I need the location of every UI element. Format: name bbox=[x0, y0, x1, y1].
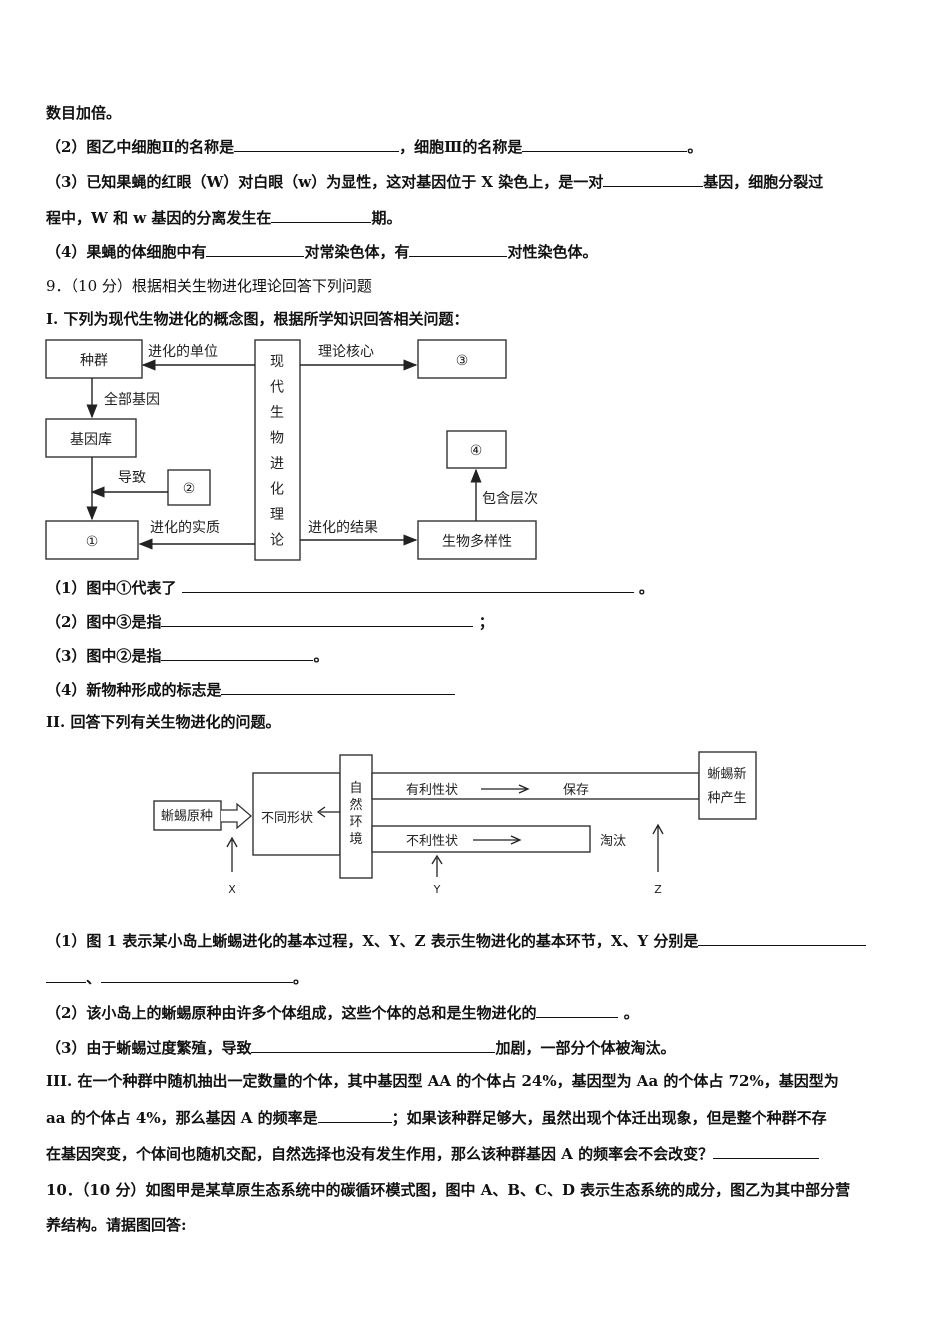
q9-ii-3: （3）由于蜥蜴过度繁殖，导致加剧，一部分个体被淘汰。 bbox=[46, 1037, 676, 1057]
circle-1-label: ① bbox=[86, 534, 99, 550]
q9-iii-2: aa 的个体占 4%，那么基因 A 的频率是；如果该种群足够大，虽然出现个体迁出… bbox=[46, 1107, 827, 1127]
vertical-char: 境 bbox=[349, 832, 362, 847]
vertical-char: 生 bbox=[270, 405, 284, 421]
vertical-char: 进 bbox=[270, 456, 284, 472]
y-label: Y bbox=[433, 883, 441, 896]
q8-question-3: （3）已知果蝇的红眼（W）对白眼（w）为显性，这对基因位于 X 染色上，是一对基… bbox=[46, 171, 824, 191]
answer-blank[interactable] bbox=[698, 930, 867, 946]
q9-iii-1: III. 在一个种群中随机抽出一定数量的个体，其中基因型 AA 的个体占 24%… bbox=[46, 1072, 839, 1090]
gene-pool-box bbox=[45, 418, 137, 458]
q8-line0: 数目加倍。 bbox=[46, 104, 122, 122]
vertical-char: 代 bbox=[270, 380, 284, 396]
vertical-char: 环 bbox=[349, 815, 362, 830]
evolution-result-label: 进化的结果 bbox=[308, 520, 378, 536]
q9-part-ii: II. 回答下列有关生物进化的问题。 bbox=[46, 713, 281, 731]
q10-line2: 养结构。请据图回答: bbox=[46, 1216, 187, 1234]
vertical-char: 现 bbox=[270, 354, 284, 370]
contains-levels-label: 包含层次 bbox=[482, 491, 538, 507]
new-species-label-2: 种产生 bbox=[707, 791, 746, 806]
answer-blank[interactable] bbox=[603, 171, 704, 187]
new-species-label-1: 蜥蜴新 bbox=[707, 766, 746, 782]
favorable-traits-label: 有利性状 bbox=[406, 783, 458, 798]
unfavorable-traits-label: 不利性状 bbox=[406, 834, 458, 849]
vertical-char: 自 bbox=[349, 781, 362, 796]
answer-blank[interactable] bbox=[522, 136, 688, 152]
theory-core-label: 理论核心 bbox=[318, 344, 374, 360]
circle-4-label: ④ bbox=[470, 443, 483, 459]
answer-blank[interactable] bbox=[181, 577, 634, 593]
all-genes-label: 全部基因 bbox=[104, 391, 160, 408]
vertical-char: 然 bbox=[349, 797, 362, 813]
evolution-unit-label: 进化的单位 bbox=[148, 344, 218, 360]
x-label: X bbox=[228, 883, 236, 896]
gene-pool-label: 基因库 bbox=[70, 431, 112, 448]
population-label: 种群 bbox=[80, 353, 108, 369]
q9-part-i: I. 下列为现代生物进化的概念图，根据所学知识回答相关问题： bbox=[46, 310, 469, 328]
eliminated-label: 淘汰 bbox=[600, 834, 626, 849]
q9-ii-1-cont: 、。 bbox=[46, 967, 308, 988]
answer-blank[interactable] bbox=[221, 679, 456, 695]
biodiversity-label: 生物多样性 bbox=[442, 533, 512, 550]
circle-2-box bbox=[167, 469, 211, 506]
new-species-box bbox=[698, 751, 757, 820]
circle-1-box bbox=[45, 520, 139, 560]
lizard-species-box bbox=[153, 800, 222, 831]
q9-ii-2: （2）该小岛上的蜥蜴原种由许多个体组成，这些个体的总和是生物进化的 。 bbox=[46, 1002, 639, 1022]
answer-blank[interactable] bbox=[161, 645, 314, 661]
vertical-char: 理 bbox=[270, 507, 284, 523]
q9-iii-3: 在基因突变，个体间也随机交配，自然选择也没有发生作用，那么该种群基因 A 的频率… bbox=[46, 1143, 820, 1164]
vertical-char: 物 bbox=[270, 431, 284, 447]
evolution-essence-label: 进化的实质 bbox=[150, 520, 220, 536]
circle-4-box bbox=[446, 430, 507, 469]
q9-i-1: （1）图中①代表了 。 bbox=[46, 577, 654, 597]
q8-question-4: （4）果蝇的体细胞中有对常染色体，有对性染色体。 bbox=[46, 241, 598, 261]
q9-ii-1: （1）图 1 表示某小岛上蜥蜴进化的基本过程，X、Y、Z 表示生物进化的基本环节… bbox=[46, 930, 867, 951]
answer-blank[interactable] bbox=[536, 1002, 619, 1018]
answer-blank[interactable] bbox=[161, 611, 474, 627]
lizard-species-label: 蜥蜴原种 bbox=[161, 809, 213, 824]
different-traits-label: 不同形状 bbox=[261, 811, 313, 826]
biodiversity-box bbox=[417, 520, 537, 560]
answer-blank[interactable] bbox=[234, 136, 400, 152]
circle-3-box bbox=[417, 339, 507, 379]
answer-blank[interactable] bbox=[271, 207, 372, 223]
q8-question-2: （2）图乙中细胞Ⅱ的名称是，细胞Ⅲ的名称是。 bbox=[46, 136, 703, 156]
q9-i-3: （3）图中②是指。 bbox=[46, 645, 329, 665]
answer-blank[interactable] bbox=[713, 1143, 820, 1159]
q10-line1: 10．（10 分）如图甲是某草原生态系统中的碳循环模式图，图中 A、B、C、D … bbox=[46, 1181, 851, 1199]
leads-to-label: 导致 bbox=[118, 470, 146, 486]
population-box bbox=[45, 339, 143, 379]
circle-2-label: ② bbox=[183, 481, 196, 497]
vertical-char: 化 bbox=[270, 482, 284, 498]
natural-env-box bbox=[339, 754, 373, 879]
modern-theory-box bbox=[254, 339, 301, 561]
vertical-char: 论 bbox=[270, 533, 284, 549]
answer-blank[interactable] bbox=[317, 1107, 392, 1123]
circle-3-label: ③ bbox=[456, 353, 469, 369]
preserved-label: 保存 bbox=[563, 783, 589, 798]
unfavorable-row-box bbox=[371, 825, 591, 853]
answer-blank[interactable] bbox=[46, 967, 86, 983]
answer-blank[interactable] bbox=[409, 241, 508, 257]
different-traits-box bbox=[252, 772, 341, 856]
answer-blank[interactable] bbox=[206, 241, 305, 257]
answer-blank[interactable] bbox=[101, 967, 294, 983]
favorable-row-box bbox=[371, 772, 700, 800]
q8-question-3-cont: 程中，W 和 w 基因的分离发生在期。 bbox=[46, 207, 402, 227]
z-label: Z bbox=[654, 883, 662, 896]
q9-i-2: （2）图中③是指 ； bbox=[46, 611, 494, 631]
answer-blank[interactable] bbox=[251, 1037, 496, 1053]
q9-heading: 9．（10 分）根据相关生物进化理论回答下列问题 bbox=[46, 277, 372, 295]
q9-i-4: （4）新物种形成的标志是 bbox=[46, 679, 456, 700]
